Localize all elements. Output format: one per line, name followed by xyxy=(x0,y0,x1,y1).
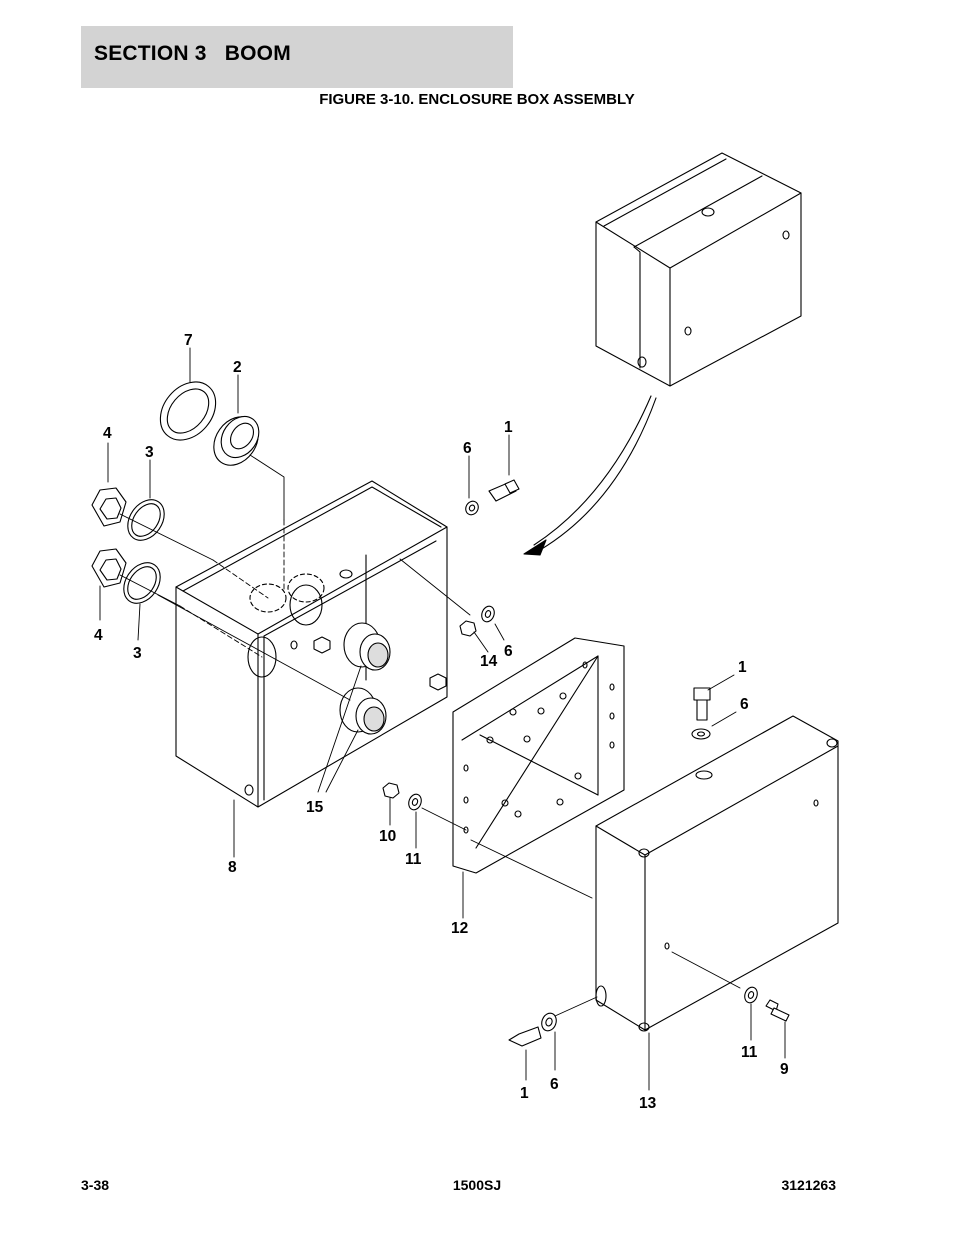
callout-4: 4 xyxy=(103,425,112,442)
callout-12: 12 xyxy=(451,920,468,937)
locknuts-and-seals xyxy=(91,487,165,604)
section-banner: SECTION 3 BOOM xyxy=(81,26,513,88)
alignment-lines xyxy=(119,454,741,1017)
section-title: SECTION 3 BOOM xyxy=(94,42,291,65)
manual-number: 3121263 xyxy=(781,1177,836,1193)
figure-title: FIGURE 3-10. ENCLOSURE BOX ASSEMBLY xyxy=(319,91,635,108)
enclosure-cover xyxy=(595,715,839,1032)
callout-6: 6 xyxy=(740,696,749,713)
callout-7: 7 xyxy=(184,332,193,349)
callout-1: 1 xyxy=(520,1085,529,1102)
callout-1: 1 xyxy=(504,419,513,436)
callout-9: 9 xyxy=(780,1061,789,1078)
callout-3: 3 xyxy=(145,444,154,461)
callout-11: 11 xyxy=(741,1044,758,1061)
assembled-box xyxy=(595,152,802,387)
callout-11: 11 xyxy=(405,851,422,868)
callout-6: 6 xyxy=(463,440,472,457)
fasteners xyxy=(382,479,790,1047)
model-name: 1500SJ xyxy=(452,1177,502,1193)
callout-10: 10 xyxy=(379,828,396,845)
callout-1: 1 xyxy=(738,659,747,676)
callout-labels: 7 2 4 3 4 3 6 1 14 6 15 8 10 11 12 1 6 1… xyxy=(94,332,789,1112)
callout-8: 8 xyxy=(228,859,237,876)
callout-15: 15 xyxy=(306,799,324,816)
callout-6: 6 xyxy=(550,1076,559,1093)
assembly-arrow xyxy=(523,395,657,556)
page-number: 3-38 xyxy=(81,1177,110,1193)
mounting-plate xyxy=(452,637,625,874)
connectors xyxy=(339,622,391,735)
callout-6: 6 xyxy=(504,643,513,660)
enclosure-body xyxy=(175,480,471,808)
grommet-and-seal xyxy=(159,381,260,466)
callout-14: 14 xyxy=(480,653,498,670)
callout-2: 2 xyxy=(233,359,242,376)
callout-4: 4 xyxy=(94,627,103,644)
callout-13: 13 xyxy=(639,1095,657,1112)
callout-3: 3 xyxy=(133,645,142,662)
callout-leaders xyxy=(99,347,786,1091)
